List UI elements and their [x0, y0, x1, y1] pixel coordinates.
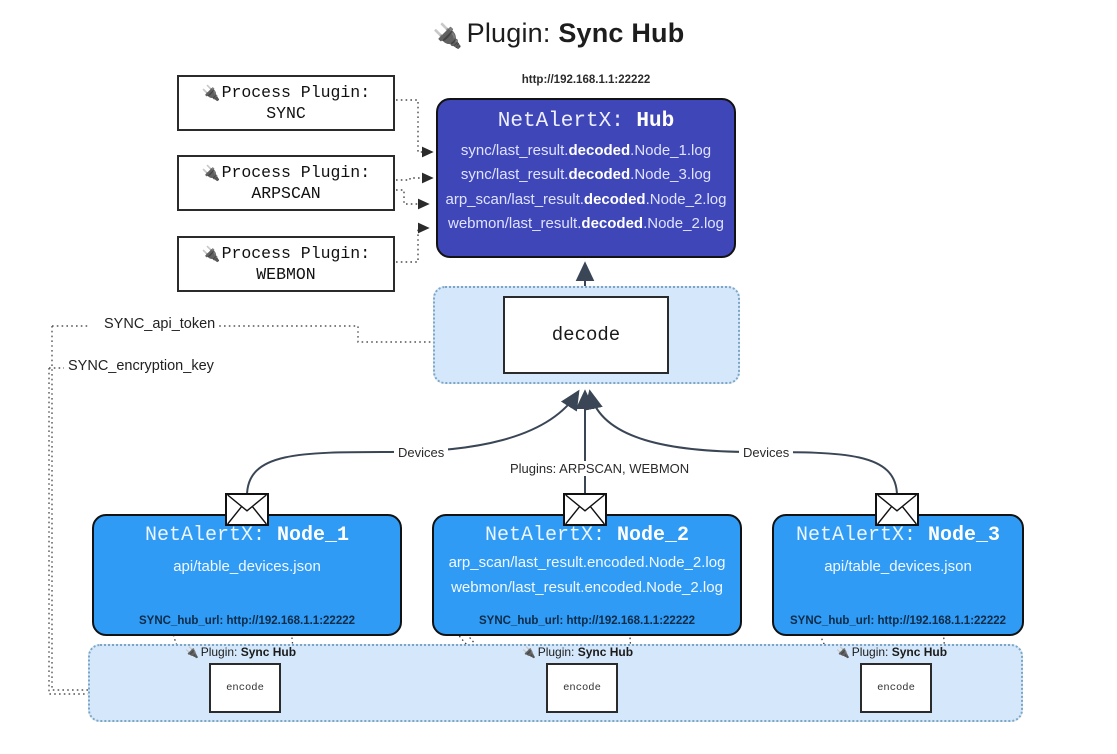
encode-box-1[interactable]: encode	[209, 663, 281, 713]
edge-label-devices-right: Devices	[739, 445, 794, 460]
envelope-icon	[875, 493, 919, 526]
hub-log-3: webmon/last_result.decoded.Node_2.log	[448, 214, 724, 232]
process-plugin-label: Process Plugin:	[221, 162, 371, 182]
hub-prefix: NetAlertX:	[497, 110, 637, 133]
decode-box[interactable]: decode	[503, 296, 669, 374]
label-sync-api-token: SYNC_api_token	[100, 316, 220, 332]
node-hub-url: SYNC_hub_url: http://192.168.1.1:22222	[478, 615, 696, 627]
node-hub-url: SYNC_hub_url: http://192.168.1.1:22222	[138, 615, 356, 627]
label-sync-encryption-key: SYNC_encryption_key	[64, 358, 218, 374]
hub-log-2: arp_scan/last_result.decoded.Node_2.log	[445, 190, 727, 208]
plug-icon: 🔌	[201, 164, 221, 182]
node-line: api/table_devices.json	[173, 558, 321, 575]
hub-log-0: sync/last_result.decoded.Node_1.log	[460, 142, 712, 159]
node-line: webmon/last_result.encoded.Node_2.log	[451, 579, 723, 596]
encode-box-3[interactable]: encode	[860, 663, 932, 713]
node-name: Node_1	[277, 524, 350, 547]
node-box-node-1[interactable]: NetAlertX: Node_1 api/table_devices.json…	[92, 514, 402, 636]
page-title-name: Sync Hub	[558, 18, 685, 48]
node-prefix: NetAlertX:	[484, 524, 617, 547]
process-plugin-label: Process Plugin:	[221, 82, 371, 102]
encoder-plugin-label-2: 🔌Plugin: Sync Hub	[522, 645, 634, 659]
node-hub-url: SYNC_hub_url: http://192.168.1.1:22222	[789, 615, 1007, 627]
edge-label-plugins-center: Plugins: ARPSCAN, WEBMON	[506, 461, 694, 476]
process-plugin-arpscan[interactable]: 🔌Process Plugin: ARPSCAN	[177, 155, 395, 211]
node-box-node-3[interactable]: NetAlertX: Node_3 api/table_devices.json…	[772, 514, 1024, 636]
plug-icon: 🔌	[185, 647, 199, 659]
node-name: Node_3	[928, 524, 1001, 547]
encoder-plugin-label-3: 🔌Plugin: Sync Hub	[836, 645, 948, 659]
process-plugin-name: WEBMON	[256, 265, 316, 285]
node-name: Node_2	[617, 524, 690, 547]
node-box-node-2[interactable]: NetAlertX: Node_2 arp_scan/last_result.e…	[432, 514, 742, 636]
node-prefix: NetAlertX:	[795, 524, 928, 547]
plug-icon: 🔌	[836, 647, 850, 659]
plugin-to-hub-connectors	[396, 99, 434, 263]
plug-icon: 🔌	[432, 23, 463, 50]
encoder-plugin-label-1: 🔌Plugin: Sync Hub	[185, 645, 297, 659]
plug-icon: 🔌	[522, 647, 536, 659]
process-plugin-name: SYNC	[266, 104, 306, 124]
process-plugin-name: ARPSCAN	[251, 184, 321, 204]
edge-label-devices-left: Devices	[394, 445, 449, 460]
hub-name: Hub	[636, 110, 675, 133]
envelope-icon	[225, 493, 269, 526]
sync-key-routes	[48, 325, 502, 696]
process-plugin-label: Process Plugin:	[221, 243, 371, 263]
process-plugin-sync[interactable]: 🔌Process Plugin: SYNC	[177, 75, 395, 131]
page-title: 🔌Plugin: Sync Hub	[0, 18, 1117, 51]
encode-box-2[interactable]: encode	[546, 663, 618, 713]
plug-icon: 🔌	[201, 245, 221, 263]
page-title-prefix: Plugin:	[466, 18, 559, 48]
hub-box[interactable]: NetAlertX: Hub sync/last_result.decoded.…	[436, 98, 736, 258]
plug-icon: 🔌	[201, 84, 221, 102]
hub-log-1: sync/last_result.decoded.Node_3.log	[460, 166, 712, 184]
node-line: api/table_devices.json	[824, 558, 972, 575]
envelope-icon	[563, 493, 607, 526]
hub-url: http://192.168.1.1:22222	[521, 74, 651, 86]
devices-flow-curves	[246, 389, 898, 497]
node-prefix: NetAlertX:	[144, 524, 277, 547]
process-plugin-webmon[interactable]: 🔌Process Plugin: WEBMON	[177, 236, 395, 292]
node-line: arp_scan/last_result.encoded.Node_2.log	[448, 554, 726, 571]
